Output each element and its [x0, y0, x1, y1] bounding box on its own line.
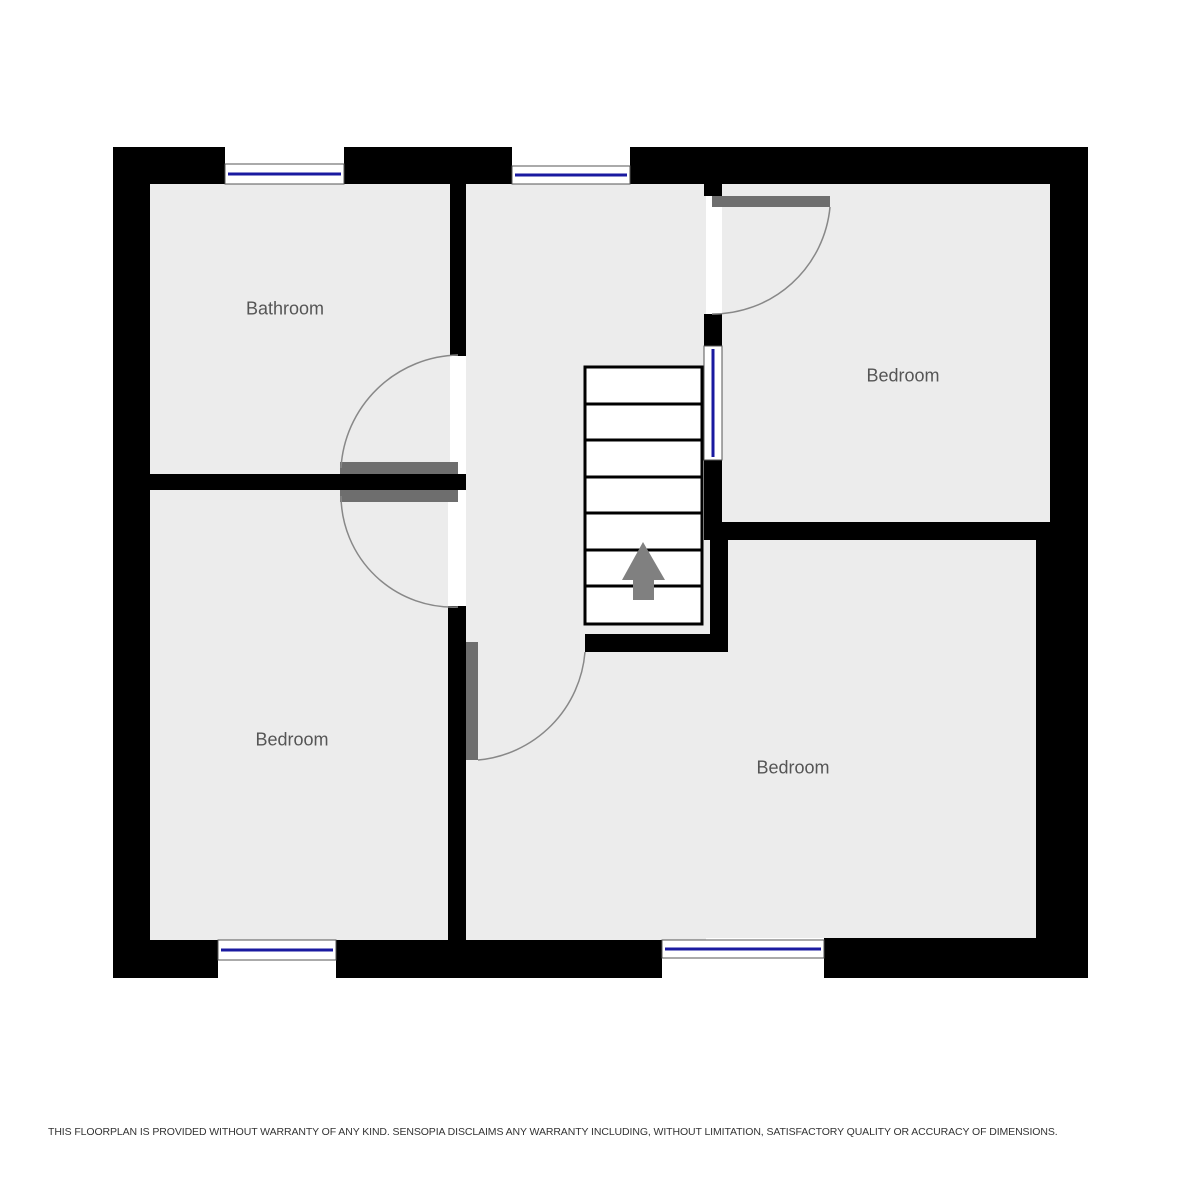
doors — [340, 196, 831, 761]
room-label-bedroom-left: Bedroom — [255, 729, 329, 750]
door-leaf-bedroom-top-right — [712, 196, 830, 207]
door-leaf-bedroom-left — [340, 490, 458, 502]
staircase — [583, 365, 704, 626]
window-landing-top — [511, 165, 631, 185]
disclaimer-text: THIS FLOORPLAN IS PROVIDED WITHOUT WARRA… — [48, 1126, 1058, 1138]
door-swing-bedroom-left — [340, 495, 459, 608]
bathroom-floor — [150, 184, 450, 474]
bedroom-top-right-floor — [722, 184, 1050, 522]
room-label-bathroom: Bathroom — [245, 298, 325, 319]
floor-areas — [150, 184, 1050, 944]
door-leaf-bathroom — [340, 462, 458, 474]
bedroom-left-floor — [150, 490, 448, 940]
door-swing-bedroom-bottom-right — [477, 651, 586, 761]
room-label-bedroom-bottom-right: Bedroom — [756, 757, 830, 778]
door-swing-bedroom-top-right — [711, 206, 831, 315]
windows — [217, 163, 825, 961]
door-leaf-bedroom-bottom-right — [466, 642, 478, 760]
bedroom-bottom-right-floor — [466, 540, 1036, 938]
door-swing-bathroom — [340, 354, 459, 469]
walls — [113, 147, 1088, 978]
window-bedroom-left-bottom — [217, 939, 337, 961]
window-bedroom-right-bottom — [661, 939, 825, 959]
up-arrow-icon — [622, 542, 665, 600]
window-bathroom-top — [224, 163, 345, 185]
window-landing-side — [703, 345, 723, 461]
room-label-bedroom-top-right: Bedroom — [866, 365, 940, 386]
